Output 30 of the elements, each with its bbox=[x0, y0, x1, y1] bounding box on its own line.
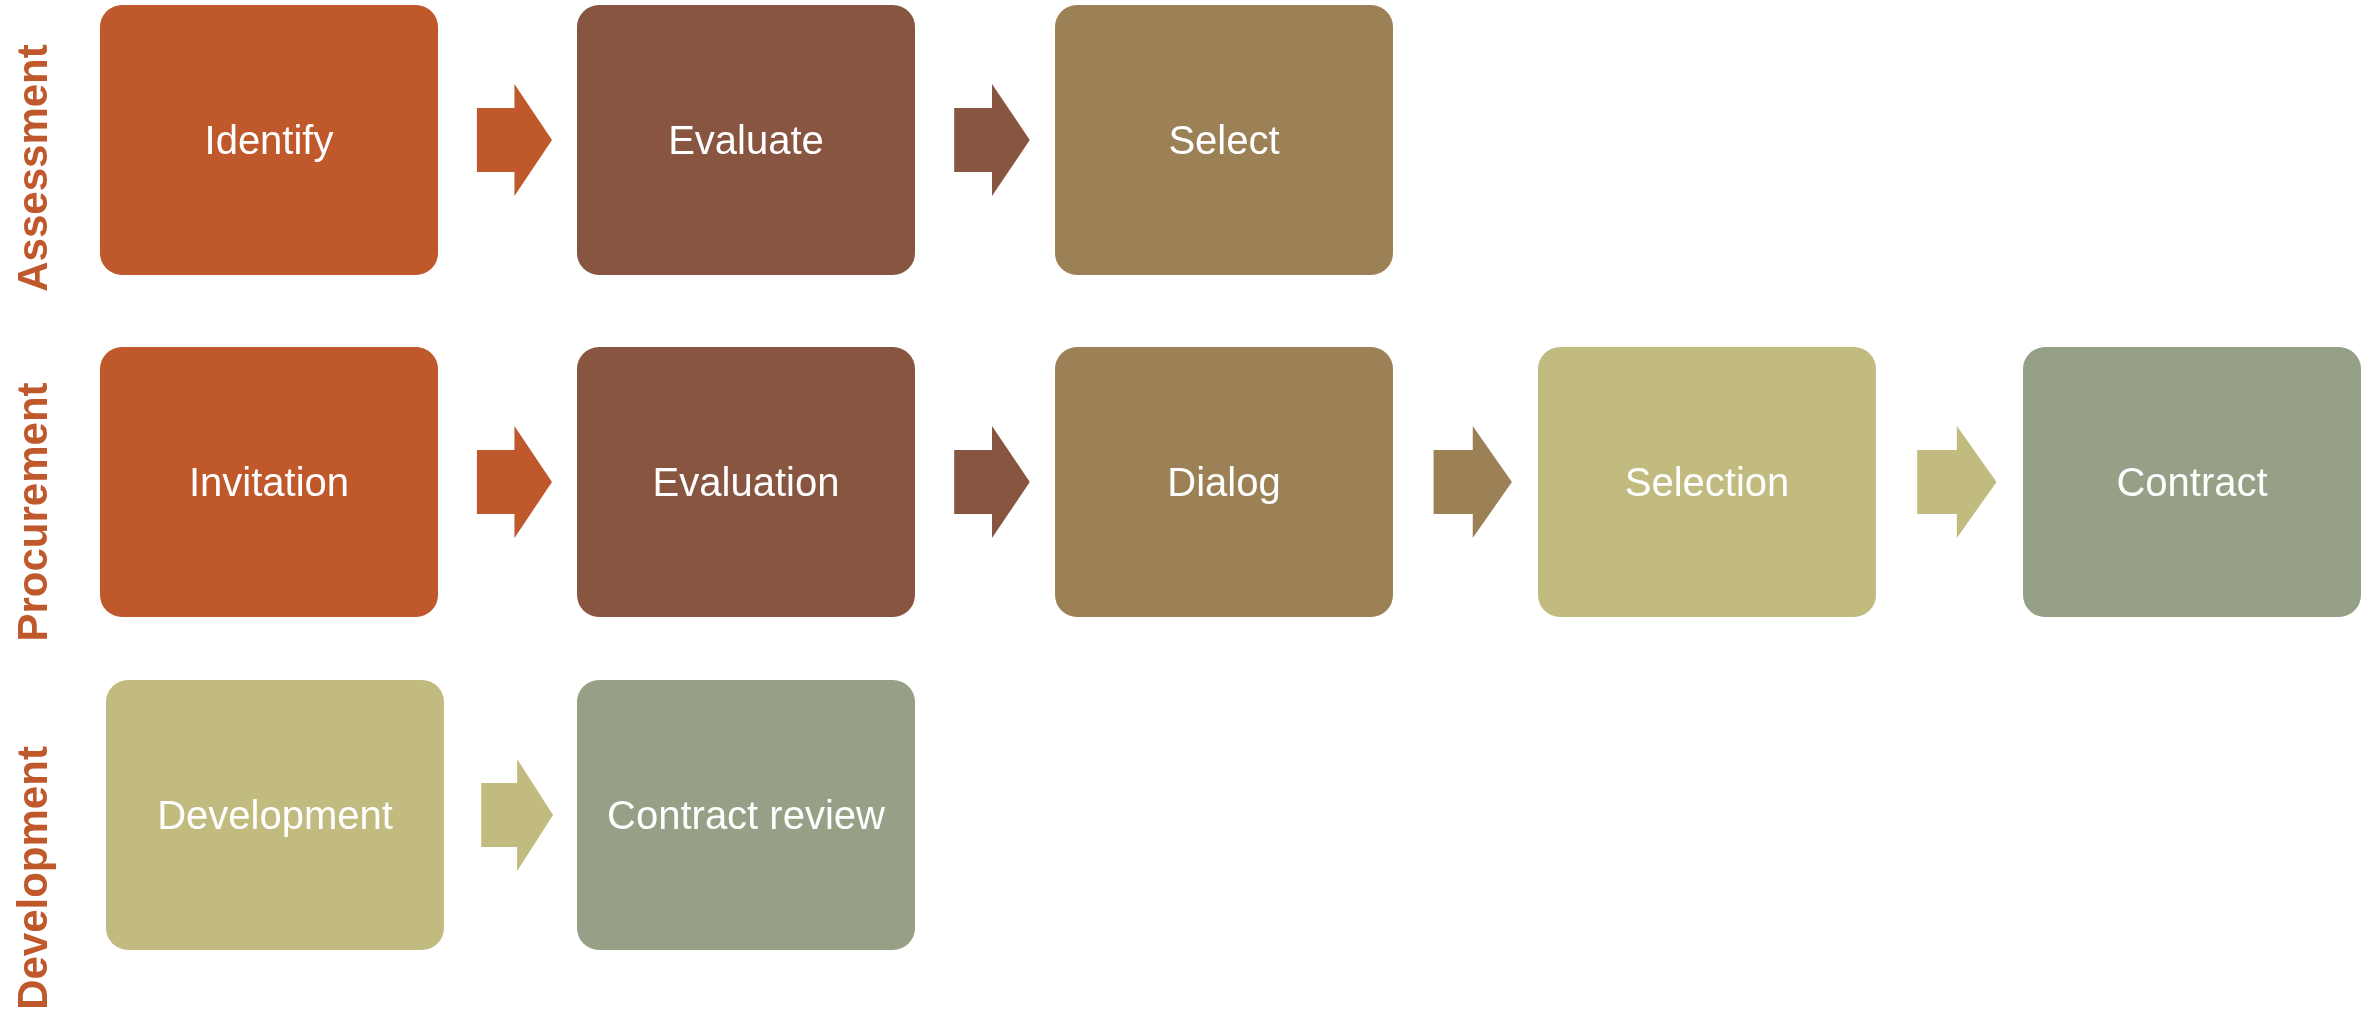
process-box bbox=[100, 347, 438, 617]
process-box bbox=[2023, 347, 2361, 617]
row-heading: Development bbox=[9, 746, 57, 1010]
block-arrow bbox=[1917, 426, 1997, 538]
process-box bbox=[1538, 347, 1876, 617]
process-box bbox=[1055, 347, 1393, 617]
block-arrow bbox=[481, 759, 554, 871]
step-label: Evaluate bbox=[668, 117, 824, 163]
process-box bbox=[1055, 5, 1393, 275]
step-label: Identify bbox=[204, 117, 334, 163]
block-arrow bbox=[476, 84, 552, 196]
step-label: Development bbox=[157, 792, 393, 838]
step-label: Select bbox=[1168, 117, 1280, 163]
block-arrow bbox=[954, 84, 1030, 196]
step-label: Invitation bbox=[188, 459, 350, 505]
process-box bbox=[100, 5, 438, 275]
process-box bbox=[577, 5, 915, 275]
process-box bbox=[577, 347, 915, 617]
step-label: Contract bbox=[2116, 459, 2268, 505]
step-label: Dialog bbox=[1167, 459, 1281, 505]
block-arrow bbox=[476, 426, 552, 538]
step-label: Selection bbox=[1624, 459, 1790, 505]
process-box bbox=[577, 680, 915, 950]
process-box bbox=[106, 680, 444, 950]
step-label: Contract review bbox=[607, 792, 885, 838]
step-label: Evaluation bbox=[652, 459, 840, 505]
block-arrow bbox=[1433, 426, 1512, 538]
block-arrow bbox=[954, 426, 1030, 538]
row-heading: Assessment bbox=[9, 44, 57, 292]
row-heading: Procurement bbox=[9, 382, 57, 642]
